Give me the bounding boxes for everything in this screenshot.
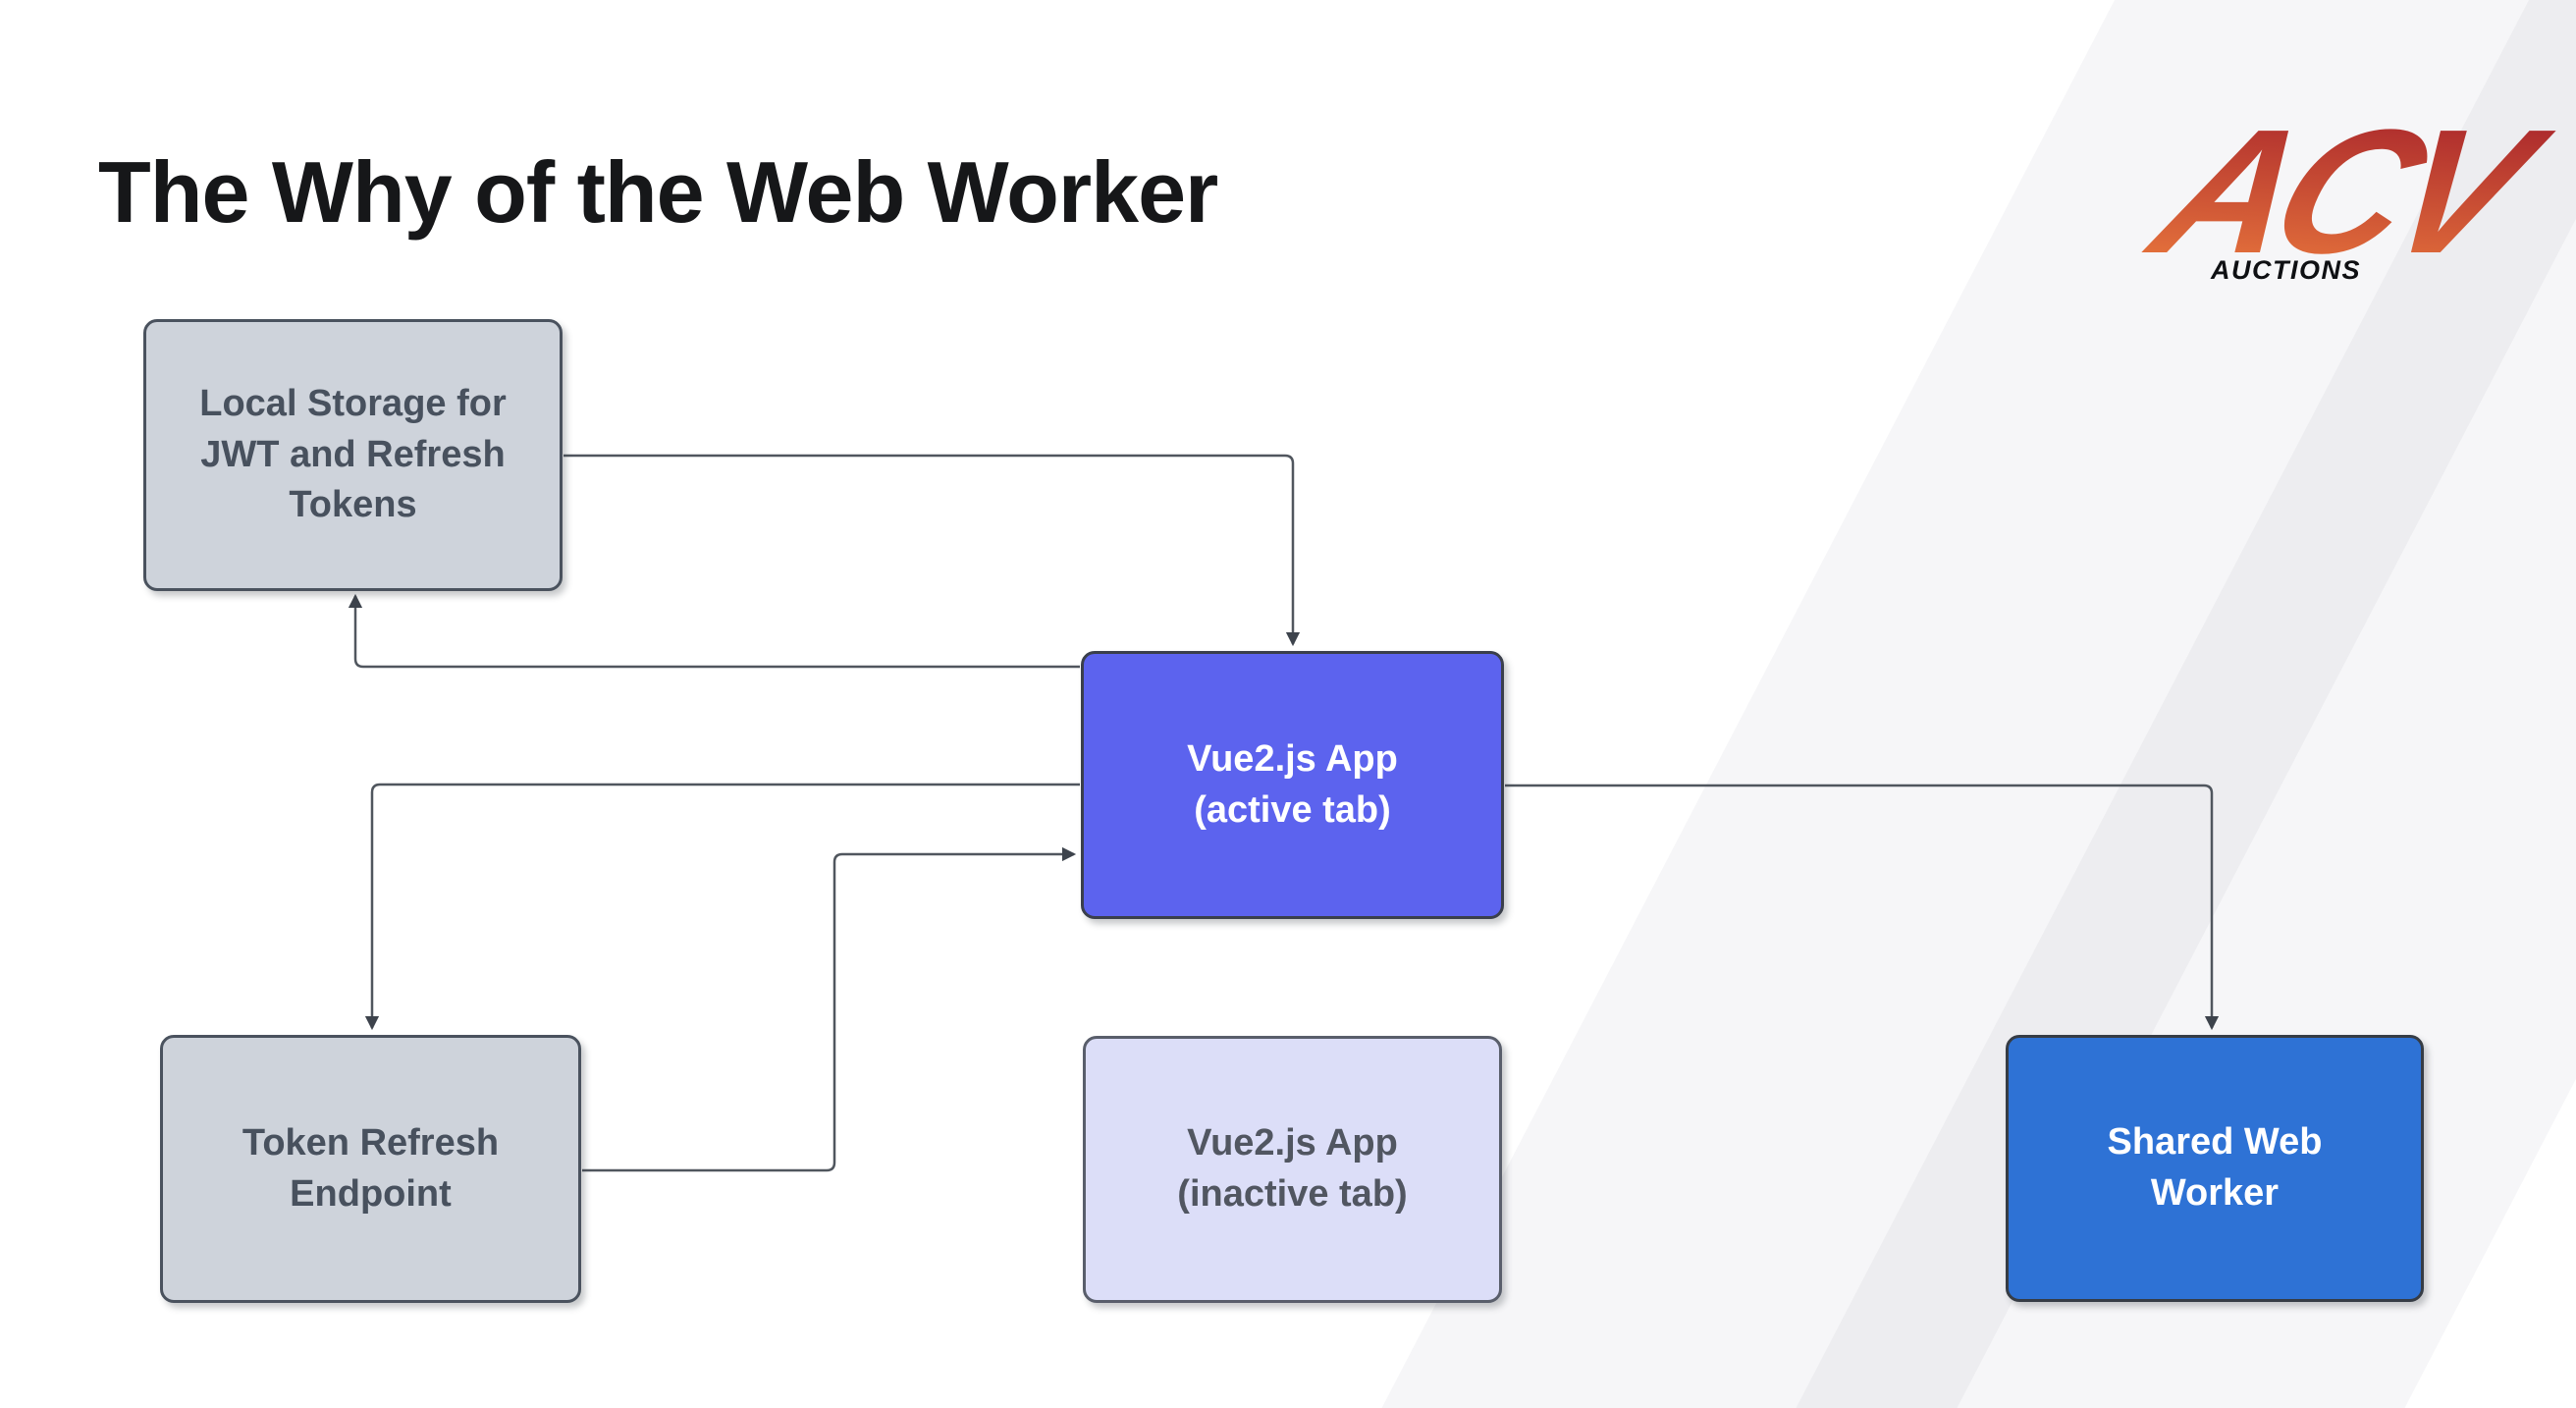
- node-shared-web-worker-label: Shared Web Worker: [2107, 1121, 2323, 1214]
- edge-token-refresh-to-vue-active: [582, 846, 1077, 1172]
- node-local-storage-label: Local Storage for JWT and Refresh Tokens: [199, 382, 507, 526]
- node-token-refresh-endpoint: Token Refresh Endpoint: [160, 1035, 581, 1303]
- edge-vue-active-to-token-refresh: [364, 783, 1080, 1031]
- acv-logo-subtitle: AUCTIONS: [2210, 255, 2361, 285]
- edge-local-storage-to-vue-active: [564, 454, 1301, 647]
- edge-vue-active-to-local-storage: [348, 593, 1080, 669]
- node-shared-web-worker: Shared Web Worker: [2006, 1035, 2424, 1302]
- node-vue-active-tab: Vue2.js App (active tab): [1081, 651, 1504, 919]
- node-token-refresh-endpoint-label: Token Refresh Endpoint: [242, 1121, 500, 1215]
- acv-auctions-logo: ACV AUCTIONS: [2126, 90, 2576, 311]
- node-local-storage: Local Storage for JWT and Refresh Tokens: [143, 319, 563, 591]
- node-vue-inactive-tab: Vue2.js App (inactive tab): [1083, 1036, 1502, 1303]
- acv-logo-graphic: ACV AUCTIONS: [2126, 93, 2572, 291]
- node-vue-inactive-tab-label: Vue2.js App (inactive tab): [1177, 1122, 1408, 1215]
- node-vue-active-tab-label: Vue2.js App (active tab): [1187, 737, 1398, 831]
- slide-title: The Why of the Web Worker: [98, 143, 1218, 241]
